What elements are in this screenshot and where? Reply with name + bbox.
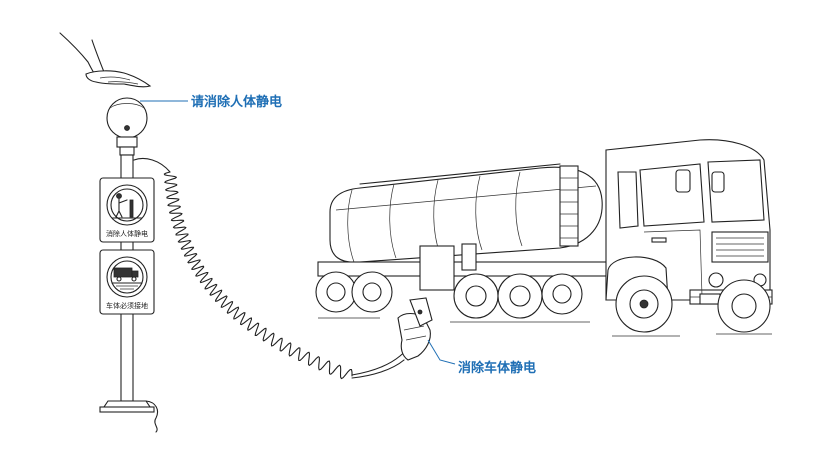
leader-line-vehicle bbox=[427, 339, 456, 365]
sign-caption-top: 消除人体静电 bbox=[106, 229, 148, 238]
truck-wheels bbox=[315, 271, 771, 333]
tanker-truck bbox=[315, 139, 773, 337]
sign-human-static: 消除人体静电 bbox=[99, 177, 155, 243]
ground-clamp bbox=[397, 297, 433, 361]
sign-vehicle-ground: 车体必须接地 bbox=[99, 249, 155, 315]
sign-caption-bottom: 车体必须接地 bbox=[106, 301, 148, 310]
label-human-static: 请消除人体静电 bbox=[191, 95, 283, 110]
coiled-ground-cable bbox=[133, 157, 421, 380]
label-vehicle-static: 消除车体静电 bbox=[458, 361, 537, 376]
hand-icon bbox=[59, 32, 152, 88]
